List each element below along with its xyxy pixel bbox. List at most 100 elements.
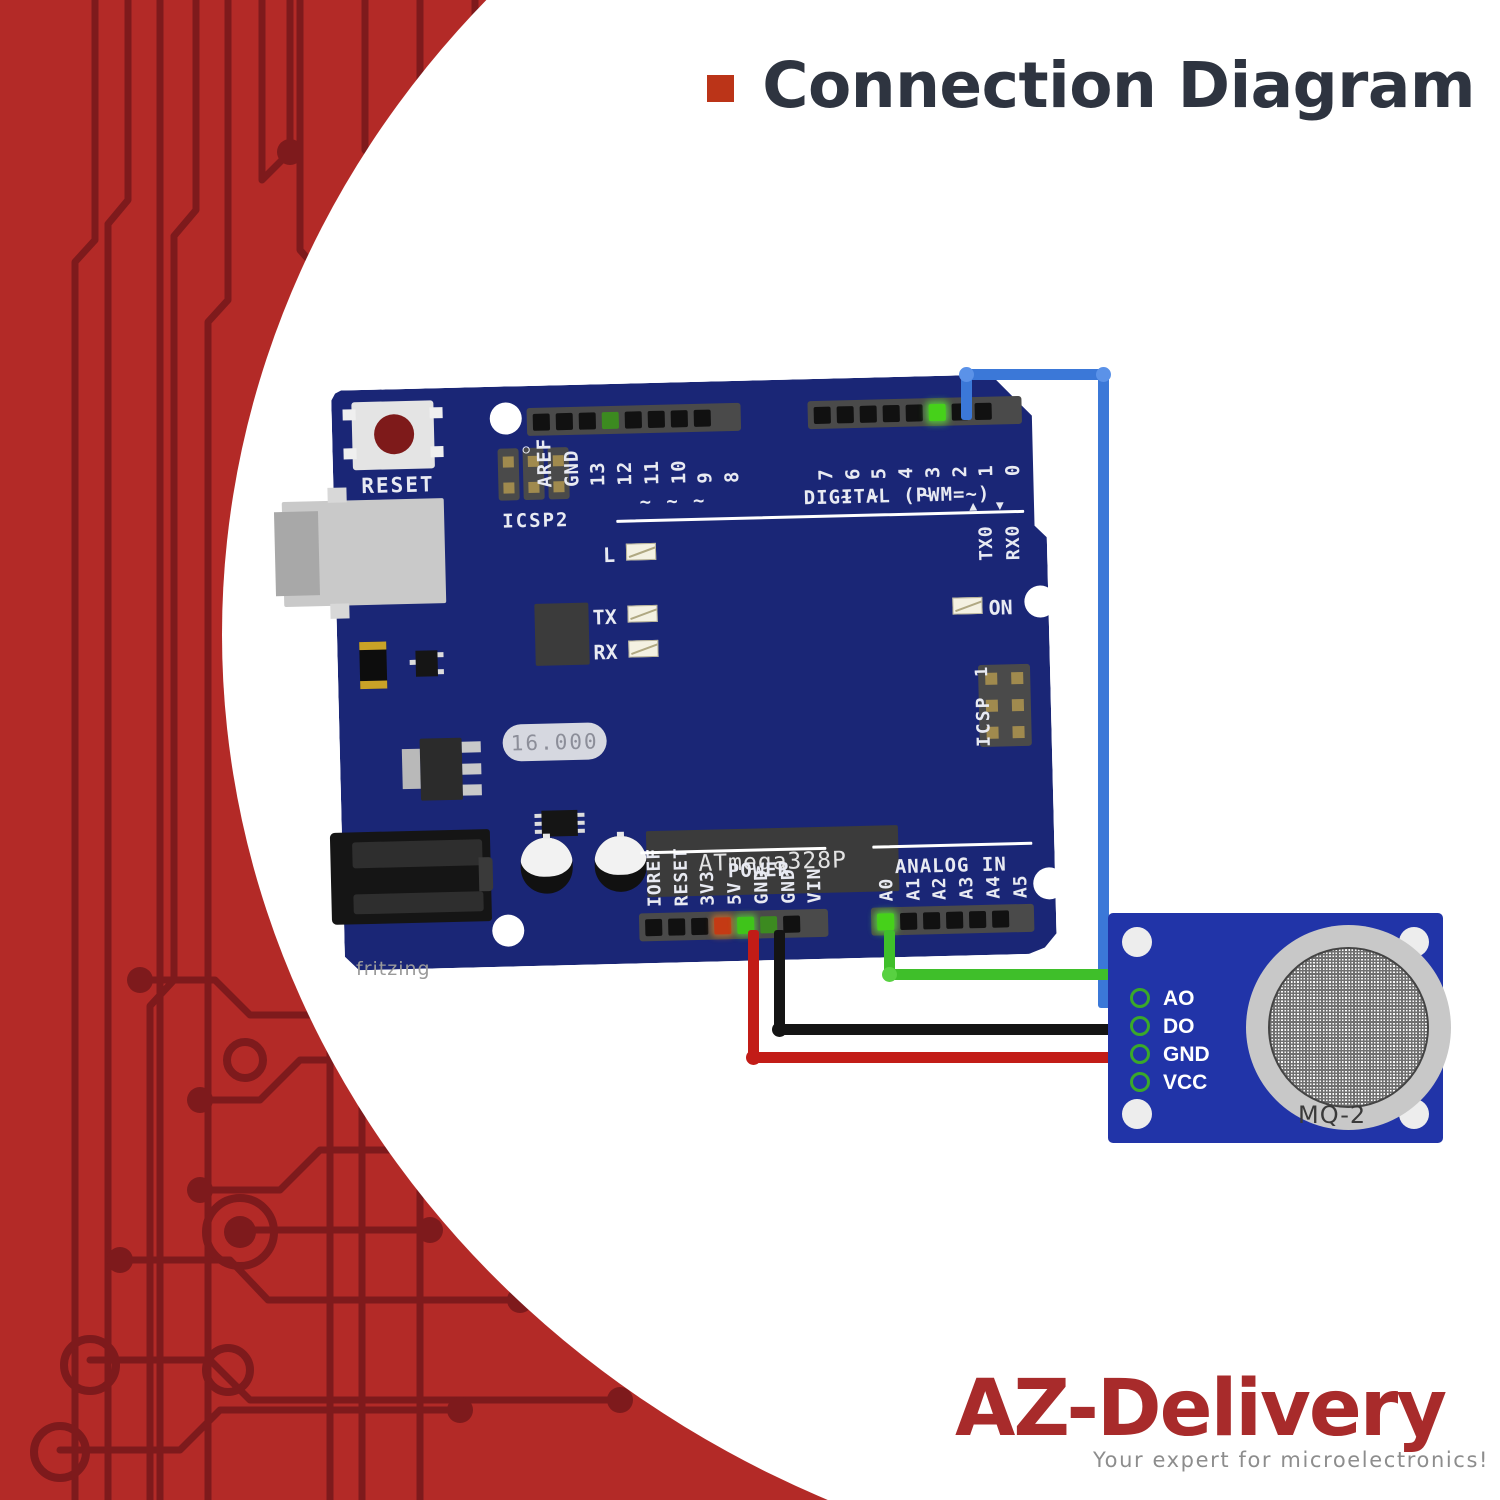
tantalum-capacitor bbox=[359, 641, 388, 690]
pin-label-gnd: GND bbox=[560, 449, 584, 488]
digital-out-wire bbox=[1098, 369, 1109, 1003]
pin-label-12: 12 bbox=[613, 460, 637, 486]
pin-label-a4: A4 bbox=[982, 874, 1005, 899]
reset-label: RESET bbox=[361, 472, 435, 499]
electrolytic-capacitor bbox=[593, 835, 648, 893]
pin-d2-connected[interactable] bbox=[928, 403, 946, 421]
led-on-label: ON bbox=[988, 595, 1013, 620]
crystal-oscillator: 16.000 bbox=[502, 722, 608, 762]
pin-label-vin: VIN bbox=[804, 867, 826, 904]
pin-a5[interactable] bbox=[991, 909, 1010, 928]
smd-transistor bbox=[409, 650, 444, 677]
led-l-label: L bbox=[602, 542, 616, 568]
pin-label-a2: A2 bbox=[929, 876, 952, 901]
power-header[interactable] bbox=[638, 908, 829, 942]
icsp2-label: ICSP2 bbox=[502, 509, 570, 533]
pin-label-9: 9 bbox=[694, 470, 717, 484]
pin-label-8: 8 bbox=[720, 470, 744, 484]
page-title: Connection Diagram bbox=[762, 48, 1475, 122]
usb-controller-chip bbox=[534, 602, 590, 666]
pin-a1[interactable] bbox=[899, 912, 918, 930]
led-tx bbox=[627, 604, 658, 623]
pin-3v3[interactable] bbox=[691, 917, 709, 935]
page-header: Connection Diagram bbox=[707, 40, 1475, 130]
wire-bend-node bbox=[959, 367, 974, 382]
pin-reset[interactable] bbox=[668, 917, 686, 936]
voltage-regulator bbox=[401, 737, 482, 801]
pwm-tilde-icon: ~ bbox=[639, 491, 652, 514]
led-on bbox=[952, 596, 983, 615]
mq2-sensor-module: MQ-2 AO DO GND VCC bbox=[1108, 913, 1451, 1143]
mq2-part-label: MQ-2 bbox=[1298, 1101, 1367, 1129]
fritzing-watermark: fritzing bbox=[356, 958, 431, 980]
pin-label-a3: A3 bbox=[956, 875, 978, 900]
pin-label-rx0: RX0 bbox=[1002, 524, 1025, 561]
pin-label-13: 13 bbox=[587, 461, 610, 487]
mq2-pin-ao-label: AO bbox=[1163, 987, 1195, 1010]
analog-out-wire bbox=[884, 969, 1140, 980]
mq2-pin-gnd-label: GND bbox=[1163, 1043, 1210, 1066]
usb-tab bbox=[327, 487, 347, 503]
wire-bend-node bbox=[882, 967, 897, 982]
mounting-hole bbox=[1122, 1099, 1152, 1129]
led-tx-label: TX bbox=[592, 604, 618, 630]
analog-out-wire bbox=[884, 930, 895, 980]
pin-label-ioref: IOREF bbox=[643, 847, 666, 908]
digital-out-wire bbox=[961, 369, 1109, 380]
pin-label-1: 1 bbox=[975, 464, 998, 478]
pin-label-5v: 5V bbox=[724, 881, 746, 906]
power-barrel-jack bbox=[329, 829, 494, 925]
pin-label-reset: RESET bbox=[669, 846, 693, 907]
analog-header[interactable] bbox=[870, 903, 1035, 936]
usb-connector-shell bbox=[273, 511, 321, 597]
pin-gnd[interactable] bbox=[601, 411, 620, 429]
pin-a3[interactable] bbox=[945, 911, 964, 929]
pin-a4[interactable] bbox=[968, 910, 987, 928]
reset-button[interactable] bbox=[342, 400, 444, 471]
digital-out-wire bbox=[961, 372, 972, 420]
reset-button-cap[interactable] bbox=[373, 413, 415, 455]
pwm-tilde-icon: ~ bbox=[666, 490, 679, 513]
bullet-square-icon bbox=[707, 74, 735, 102]
pin-label-6: 6 bbox=[841, 467, 865, 481]
digital-header-left[interactable] bbox=[526, 402, 742, 437]
pin-ioref[interactable] bbox=[645, 918, 663, 936]
mq2-pin-gnd[interactable] bbox=[1130, 1044, 1150, 1064]
power-wire bbox=[748, 1052, 1142, 1063]
mq2-sensor-cap bbox=[1246, 925, 1451, 1130]
power-group-label: POWER bbox=[727, 858, 791, 883]
pin-label-10: 10 bbox=[667, 459, 690, 485]
wire-bend-node bbox=[1096, 367, 1111, 382]
digital-group-label: DIGITAL (PWM=~) bbox=[803, 482, 991, 510]
mounting-hole bbox=[1122, 927, 1152, 957]
analog-group-label: ANALOG IN bbox=[894, 853, 1008, 879]
led-l bbox=[625, 542, 657, 561]
led-rx-label: RX bbox=[593, 639, 618, 665]
pin-label-a5: A5 bbox=[1009, 874, 1032, 899]
usb-tab bbox=[330, 603, 350, 619]
pin-vin[interactable] bbox=[782, 914, 801, 933]
power-wire bbox=[748, 930, 759, 1058]
led-rx bbox=[628, 639, 659, 658]
pin-label-2: 2 bbox=[948, 464, 971, 478]
pin-label-3: 3 bbox=[921, 465, 945, 479]
mq2-sensor-mesh bbox=[1268, 947, 1429, 1108]
pwm-tilde-icon: ~ bbox=[692, 489, 705, 512]
pin-a0-connected[interactable] bbox=[876, 912, 895, 931]
electrolytic-capacitor bbox=[520, 837, 574, 895]
pin-label-aref: AREF bbox=[533, 437, 557, 488]
wire-bend-node bbox=[746, 1050, 761, 1065]
pin-a2[interactable] bbox=[922, 911, 941, 929]
ground-wire bbox=[774, 1024, 1142, 1035]
pin-5v-connected[interactable] bbox=[713, 916, 732, 935]
mq2-pin-vcc-label: VCC bbox=[1163, 1071, 1208, 1094]
wire-bend-node bbox=[772, 1022, 787, 1037]
pin-label-11: 11 bbox=[640, 459, 664, 486]
mq2-pin-ao[interactable] bbox=[1130, 988, 1150, 1008]
digital-header-right[interactable] bbox=[807, 395, 1023, 430]
mq2-pin-do[interactable] bbox=[1130, 1016, 1150, 1036]
az-delivery-logo: AZ-Delivery Your expert for microelectro… bbox=[955, 1370, 1487, 1485]
pin-label-a0: A0 bbox=[876, 877, 898, 902]
mq2-pin-vcc[interactable] bbox=[1130, 1072, 1150, 1092]
ground-wire bbox=[774, 930, 785, 1030]
